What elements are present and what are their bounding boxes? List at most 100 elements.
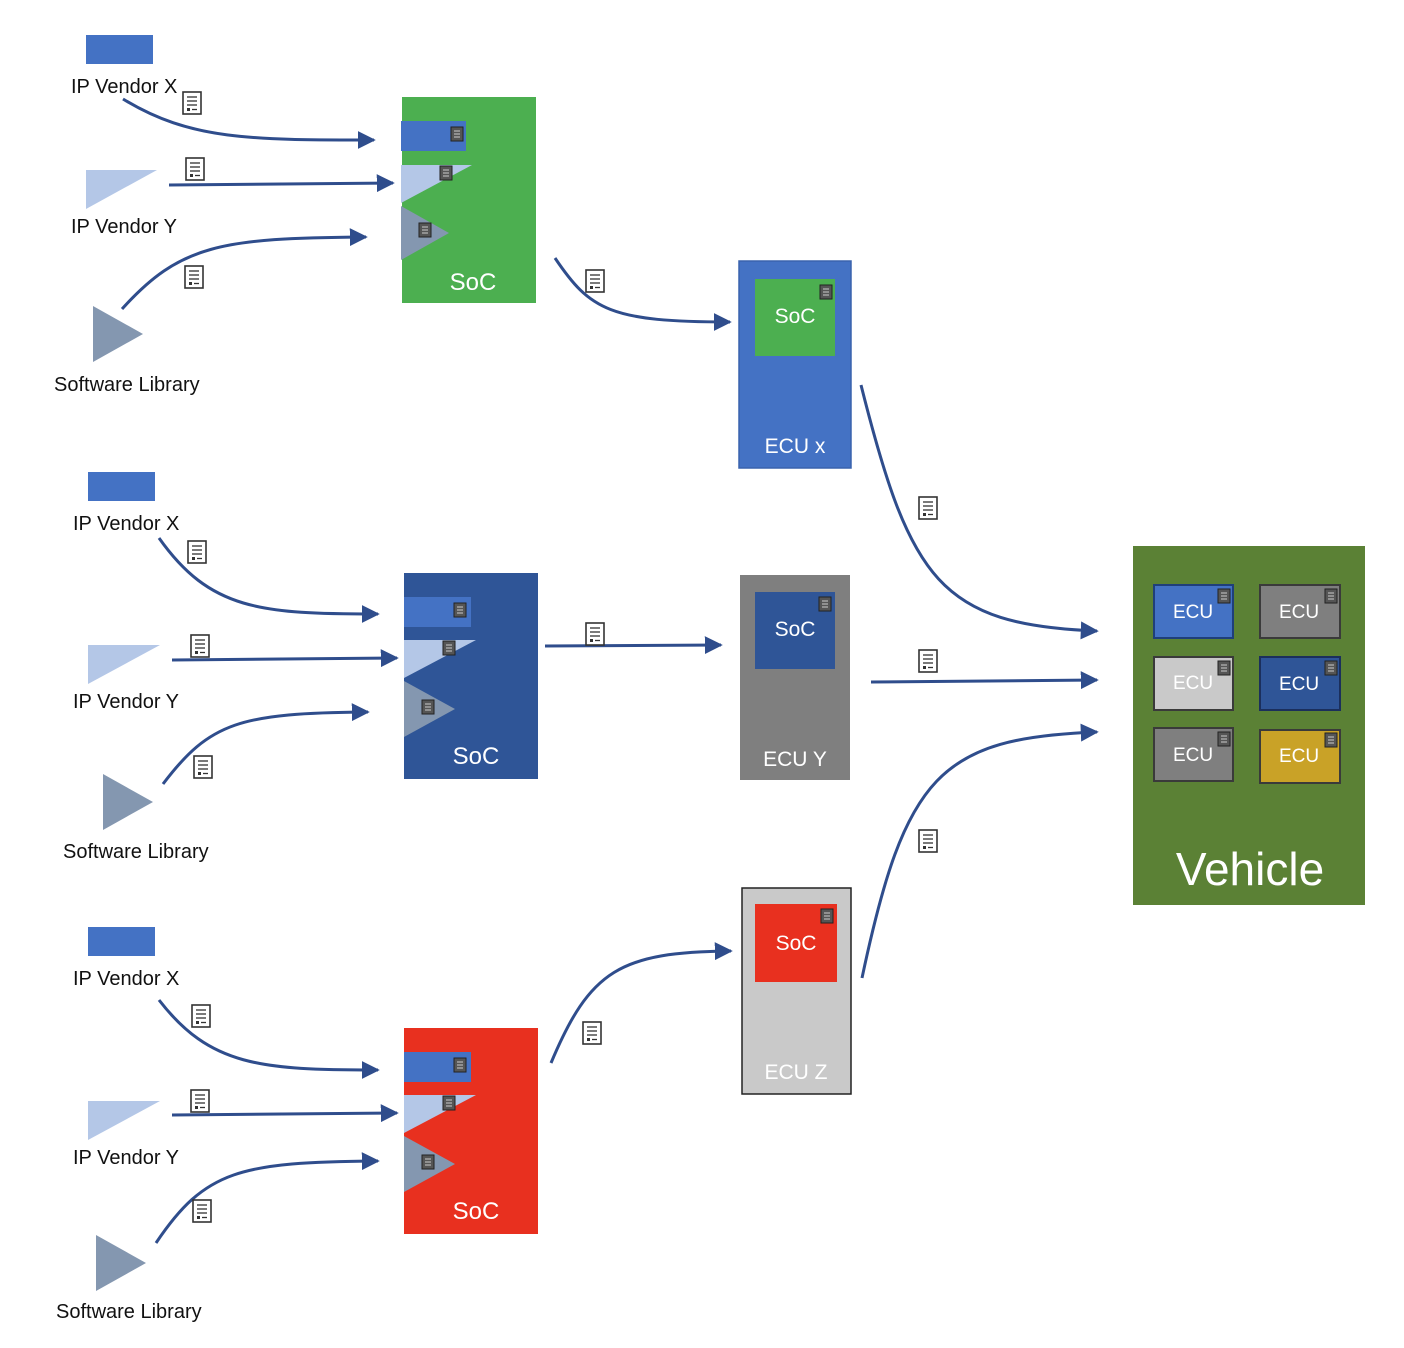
chip-badge-icon <box>442 1095 456 1111</box>
chip-badge-icon <box>818 596 832 612</box>
chip-badge-icon <box>450 126 464 142</box>
software-library-triangle <box>103 774 153 830</box>
ecu-y-label: ECU Y <box>763 748 827 771</box>
flow-ecu-y-to-vehicle <box>870 671 1099 690</box>
vehicle-ecu-label: ECU <box>1279 602 1319 623</box>
document-icon <box>190 634 210 658</box>
chip-badge-icon <box>1217 588 1231 604</box>
flow-ecu-z-to-vehicle <box>860 723 1099 979</box>
ip-vendor-x-label: IP Vendor X <box>71 76 177 98</box>
vehicle-ecu-label: ECU <box>1173 673 1213 694</box>
ip-vendor-y-label: IP Vendor Y <box>71 216 177 238</box>
chip-badge-icon <box>421 1154 435 1170</box>
ip-vendor-y-label: IP Vendor Y <box>73 691 179 713</box>
flow-software-to-soc <box>120 228 368 311</box>
chip-badge-icon <box>439 165 453 181</box>
chip-badge-icon <box>819 284 833 300</box>
document-icon <box>185 157 205 181</box>
ip-vendor-x-label: IP Vendor X <box>73 968 179 990</box>
flow-soc-to-ecu-z <box>549 942 733 1064</box>
soc-ip-y-slot <box>401 165 472 203</box>
flow-soc-to-ecu-y <box>544 636 723 655</box>
ip-vendor-x-block <box>88 927 155 956</box>
flow-ecu-x-to-vehicle <box>859 384 1099 640</box>
document-icon <box>192 1199 212 1223</box>
flow-ip-x-to-soc <box>122 97 376 149</box>
flow-soc-to-ecu-x <box>553 257 732 331</box>
flow-software-to-soc <box>161 703 370 785</box>
ecu-z-label: ECU Z <box>765 1061 828 1084</box>
software-library-label: Software Library <box>63 841 209 863</box>
document-icon <box>190 1089 210 1113</box>
soc-ip-y-slot <box>404 640 476 678</box>
chip-badge-icon <box>1324 588 1338 604</box>
soc-green: SoC <box>401 97 536 303</box>
vehicle-ecu: ECU <box>1153 727 1234 782</box>
ecu-z: SoC ECU Z <box>741 887 852 1095</box>
ecu-x-label: ECU x <box>765 435 826 458</box>
chip-badge-icon <box>453 602 467 618</box>
ip-vendor-x-block <box>86 35 153 64</box>
document-icon <box>182 91 202 115</box>
ecu-y: SoC ECU Y <box>740 575 850 780</box>
ecu-x: SoC ECU x <box>738 260 852 469</box>
flow-ip-x-to-soc <box>157 999 380 1079</box>
document-icon <box>184 265 204 289</box>
ip-vendor-x-label: IP Vendor X <box>73 513 179 535</box>
document-icon <box>193 755 213 779</box>
vehicle-ecu: ECU <box>1153 584 1234 639</box>
vehicle-ecu-label: ECU <box>1173 602 1213 623</box>
soc-label: SoC <box>453 1198 500 1225</box>
flow-ip-y-to-soc <box>171 1104 399 1123</box>
chip-badge-icon <box>820 908 834 924</box>
document-icon <box>918 496 938 520</box>
vehicle-ecu-label: ECU <box>1279 746 1319 767</box>
chip-badge-icon <box>418 222 432 238</box>
ip-vendor-y-triangle <box>88 645 160 684</box>
chip-badge-icon <box>421 699 435 715</box>
document-icon <box>918 649 938 673</box>
ip-vendor-y-label: IP Vendor Y <box>73 1147 179 1169</box>
document-icon <box>582 1021 602 1045</box>
document-icon <box>918 829 938 853</box>
flow-ip-y-to-soc <box>171 649 399 668</box>
ecu-x-soc-label: SoC <box>775 305 816 328</box>
soc-label: SoC <box>450 269 497 296</box>
document-icon <box>191 1004 211 1028</box>
vehicle-ecu-label: ECU <box>1279 674 1319 695</box>
software-library-triangle <box>93 306 143 362</box>
ip-vendor-y-triangle <box>88 1101 160 1140</box>
group-bottom: IP Vendor X IP Vendor Y Software Library… <box>56 887 852 1323</box>
soc-red: SoC <box>404 1028 538 1234</box>
vehicle-ecu: ECU <box>1259 729 1341 784</box>
document-icon <box>585 269 605 293</box>
software-library-label: Software Library <box>56 1301 202 1323</box>
flow-software-to-soc <box>154 1152 380 1244</box>
chip-badge-icon <box>453 1057 467 1073</box>
vehicle: ECU ECU ECU ECU ECU ECU Vehicle <box>1133 546 1365 905</box>
ecu-z-soc-label: SoC <box>776 932 817 955</box>
ip-vendor-y-triangle <box>86 170 157 209</box>
vehicle-ecu-label: ECU <box>1173 745 1213 766</box>
flow-ip-y-to-soc <box>168 174 395 193</box>
vehicle-ecu: ECU <box>1259 656 1341 711</box>
chip-badge-icon <box>1324 660 1338 676</box>
vehicle-label: Vehicle <box>1176 843 1324 895</box>
document-icon <box>187 540 207 564</box>
soc-dark-blue: SoC <box>404 573 538 779</box>
flow-ip-x-to-soc <box>157 537 380 623</box>
soc-ip-y-slot <box>404 1095 476 1133</box>
group-top: IP Vendor X IP Vendor Y Software Library… <box>54 35 852 469</box>
vehicle-ecu: ECU <box>1259 584 1341 639</box>
software-library-label: Software Library <box>54 374 200 396</box>
ecu-y-soc-label: SoC <box>775 618 816 641</box>
vehicle-ecu: ECU <box>1153 656 1234 711</box>
chip-badge-icon <box>442 640 456 656</box>
ip-vendor-x-block <box>88 472 155 501</box>
chip-badge-icon <box>1217 731 1231 747</box>
chip-badge-icon <box>1324 732 1338 748</box>
chip-badge-icon <box>1217 660 1231 676</box>
software-library-triangle <box>96 1235 146 1291</box>
soc-label: SoC <box>453 743 500 770</box>
